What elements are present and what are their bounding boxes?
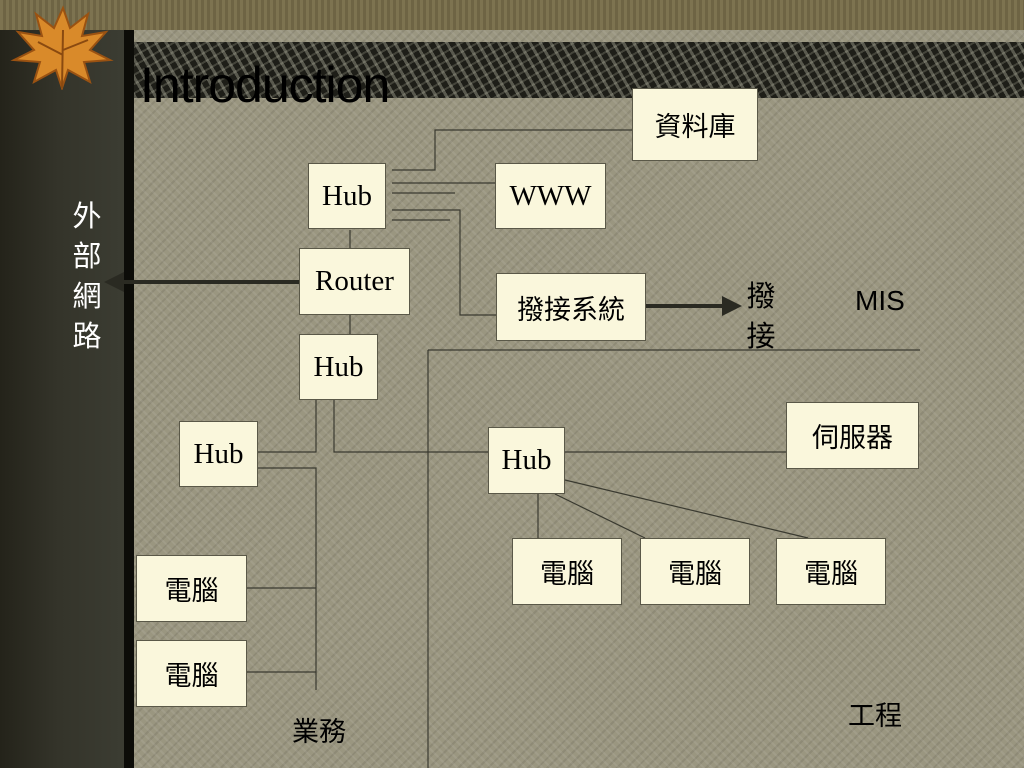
node-pc-engineering-1: 電腦	[512, 538, 622, 605]
node-pc-engineering-3: 電腦	[776, 538, 886, 605]
label-engineering: 工程	[848, 701, 902, 732]
node-dialup-system: 撥接系統	[496, 273, 646, 341]
arrow-external-head	[104, 272, 124, 292]
link-hubmid-hubeng	[333, 400, 488, 453]
sidebar-divider	[124, 30, 134, 768]
node-hub-engineering: Hub	[488, 427, 565, 494]
node-pc-sales-2: 電腦	[136, 640, 247, 707]
node-server: 伺服器	[786, 402, 919, 469]
link-hubeng-pc3	[564, 479, 809, 539]
node-pc-engineering-2: 電腦	[640, 538, 750, 605]
slide-canvas	[134, 30, 1024, 768]
top-texture-bar	[0, 0, 1024, 30]
title-band	[134, 42, 1024, 98]
node-hub-mid: Hub	[299, 334, 378, 400]
link-hub-dialup	[392, 209, 496, 316]
label-mis: MIS	[855, 285, 905, 316]
link-hub-database	[392, 129, 632, 171]
arrow-dialup-head	[722, 296, 742, 316]
link-hubeng-pc2	[554, 493, 646, 539]
node-pc-sales-1: 電腦	[136, 555, 247, 622]
link-hubmid-hubleft	[258, 400, 317, 453]
node-hub-left: Hub	[179, 421, 258, 487]
node-hub-top: Hub	[308, 163, 386, 229]
label-sales: 業務	[292, 717, 346, 748]
node-router: Router	[299, 248, 410, 315]
node-www: WWW	[495, 163, 606, 229]
left-sidebar	[0, 30, 130, 768]
autumn-leaf-icon	[10, 5, 114, 90]
label-dialup: 撥接	[746, 279, 776, 353]
link-hubleft-sales	[258, 467, 317, 690]
node-database: 資料庫	[632, 88, 758, 161]
label-external-network: 外部網路	[72, 199, 102, 353]
slide-title: Introduction	[140, 57, 390, 113]
